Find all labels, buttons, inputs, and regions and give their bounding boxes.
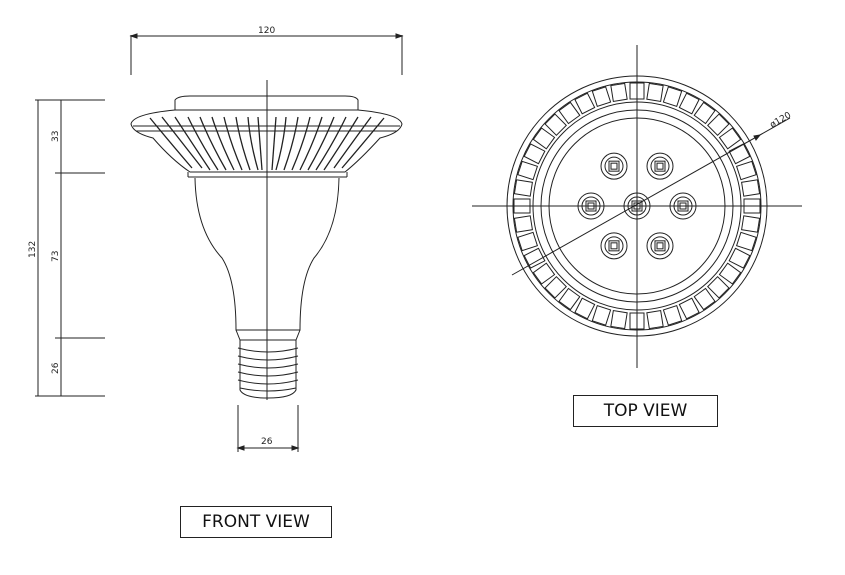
cooling-slot	[591, 304, 612, 326]
cooling-slot	[513, 179, 533, 197]
led-chip	[600, 152, 628, 180]
led-array	[577, 152, 697, 260]
cooling-slot	[646, 310, 664, 330]
cooling-slot	[728, 143, 751, 165]
dimension-top-diameter	[511, 117, 791, 276]
dimension-overall-width	[129, 33, 404, 75]
cooling-slot	[532, 262, 556, 285]
cooling-slot	[591, 86, 612, 108]
cooling-slot	[517, 160, 539, 181]
top-view-drawing	[472, 45, 802, 368]
screw-base	[237, 340, 299, 399]
bulb-fins	[149, 116, 385, 171]
cooling-slot	[662, 304, 683, 326]
dimension-text-head: 33	[51, 131, 61, 142]
cooling-slot	[718, 262, 742, 285]
led-chip	[646, 152, 674, 180]
cooling-slot	[678, 92, 700, 115]
cooling-slot	[735, 231, 757, 252]
dimension-text-base-height: 26	[51, 362, 61, 374]
cooling-slot	[513, 215, 533, 233]
cooling-slot	[646, 82, 664, 102]
cooling-slot	[707, 113, 730, 136]
cooling-slot	[558, 287, 581, 311]
front-view-drawing	[35, 33, 404, 452]
cooling-slot	[523, 143, 546, 165]
cooling-slot	[544, 113, 567, 136]
cooling-slot	[544, 276, 567, 299]
cooling-slot	[574, 92, 596, 115]
cooling-slot	[532, 127, 556, 150]
cooling-slot	[707, 276, 730, 299]
dimension-text-body: 73	[51, 251, 61, 262]
cooling-slot	[610, 310, 628, 330]
cooling-slot	[735, 160, 757, 181]
cooling-slot	[678, 297, 700, 320]
led-chip	[600, 232, 628, 260]
cooling-slot	[517, 231, 539, 252]
dimension-text-diameter: ø120	[769, 110, 794, 130]
cooling-slot	[693, 287, 716, 311]
cooling-slot	[662, 86, 683, 108]
dimension-text-height: 132	[28, 241, 38, 258]
cooling-slot	[610, 82, 628, 102]
cooling-slot	[718, 127, 742, 150]
dimension-text-base-width: 26	[261, 437, 273, 447]
cooling-slot	[574, 297, 596, 320]
cooling-slot	[558, 101, 581, 125]
dimension-text-width: 120	[258, 26, 275, 36]
dimension-base-width	[236, 405, 300, 452]
dimension-heights	[35, 99, 105, 397]
cooling-slot	[523, 247, 546, 269]
top-view-label: TOP VIEW	[573, 395, 718, 427]
cooling-slot	[741, 215, 761, 233]
cooling-slot	[741, 179, 761, 197]
front-view-label: FRONT VIEW	[180, 506, 332, 538]
cooling-slot	[693, 101, 716, 125]
led-chip	[646, 232, 674, 260]
cooling-slot	[728, 247, 751, 269]
